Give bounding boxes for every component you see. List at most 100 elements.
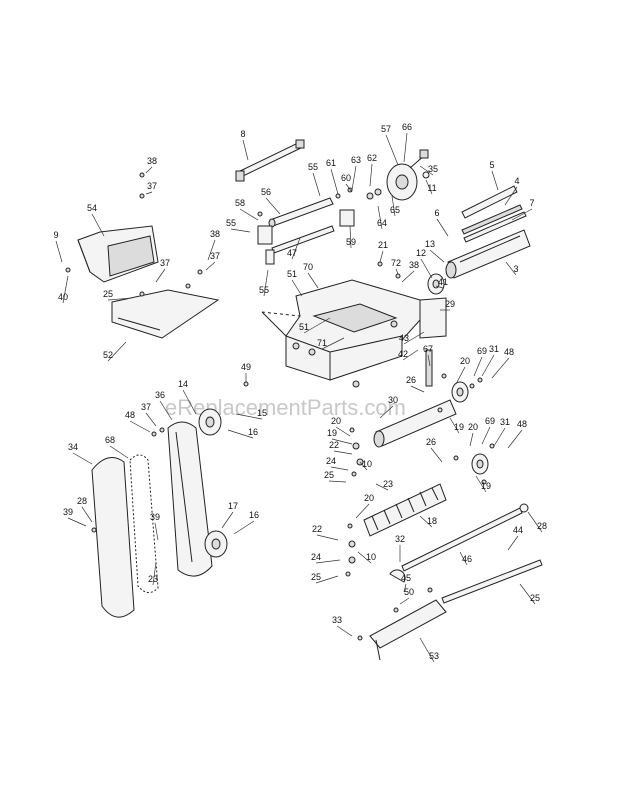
- callout-leader: [330, 168, 339, 195]
- callout-label: 37: [147, 181, 157, 191]
- callout-label: 11: [427, 183, 436, 193]
- callout-label: 3: [513, 264, 518, 274]
- callout-leader: [336, 625, 353, 637]
- callout-label: 13: [425, 239, 435, 249]
- callout-label: 5: [489, 160, 494, 170]
- part-shaft-45: [401, 507, 523, 572]
- part-shaft-33: [441, 559, 543, 604]
- callout-leader: [379, 405, 394, 419]
- callout-leader: [395, 268, 399, 275]
- callout-leader: [507, 535, 519, 551]
- callout-label: 42: [398, 349, 408, 359]
- callout-label: 45: [401, 573, 411, 583]
- part-hardware: [65, 172, 495, 641]
- callout-leader: [419, 165, 434, 176]
- callout-label: 72: [391, 258, 401, 268]
- part-base-bracket: [369, 599, 447, 661]
- callout-label: 20: [460, 356, 470, 366]
- part-handwheel: [386, 149, 430, 201]
- callout-label: 66: [402, 122, 412, 132]
- callout-label: 31: [489, 344, 499, 354]
- callout-label: 22: [312, 524, 322, 534]
- part-guard-46: [389, 569, 406, 583]
- callout-label: 43: [399, 333, 409, 343]
- callout-label: 60: [341, 173, 351, 183]
- callout-label: 32: [395, 534, 405, 544]
- part-sprocket-upper: [451, 381, 469, 403]
- callout-leader: [403, 583, 407, 593]
- callout-leader: [385, 134, 399, 166]
- callout-leader: [419, 637, 435, 663]
- callout-leader: [475, 475, 487, 493]
- callout-label: 35: [428, 164, 438, 174]
- callout-leader: [331, 438, 353, 445]
- callout-leader: [230, 228, 251, 233]
- part-cutterhead: [445, 229, 531, 279]
- callout-label: 20: [331, 416, 341, 426]
- callout-leader: [425, 179, 433, 195]
- callout-leader: [410, 385, 425, 393]
- callout-label: 18: [427, 516, 437, 526]
- part-pulley-lower: [204, 530, 228, 558]
- callout-label: 14: [178, 379, 188, 389]
- callout-label: 19: [454, 422, 464, 432]
- callout-leader: [182, 389, 197, 415]
- callout-label: 40: [58, 292, 68, 302]
- callout-leader: [399, 597, 410, 605]
- callout-leader: [511, 208, 533, 221]
- callout-label: 20: [364, 493, 374, 503]
- part-main-frame: [261, 279, 421, 381]
- callout-leader: [391, 195, 396, 217]
- callout-leader: [72, 452, 93, 465]
- callout-leader: [355, 503, 370, 519]
- callout-label: 33: [332, 615, 342, 625]
- part-sprocket-lower: [471, 453, 489, 475]
- callout-label: 34: [68, 442, 78, 452]
- callout-label: 49: [241, 362, 251, 372]
- callout-leader: [145, 166, 153, 174]
- callout-label: 25: [311, 572, 321, 582]
- callout-leader: [155, 268, 166, 283]
- part-infeed-roller: [363, 483, 447, 537]
- callout-leader: [481, 354, 495, 377]
- part-pulley-upper: [198, 408, 222, 436]
- callout-label: 6: [434, 208, 439, 218]
- part-bracket-29: [419, 297, 447, 387]
- callout-leader: [242, 139, 249, 161]
- callout-label: 41: [438, 277, 448, 287]
- callout-leader: [430, 447, 443, 463]
- callout-label: 53: [429, 651, 439, 661]
- part-post: [257, 188, 382, 265]
- callout-label: 56: [261, 187, 271, 197]
- callout-leader: [328, 480, 347, 483]
- callout-label: 38: [147, 156, 157, 166]
- callout-leader: [145, 191, 153, 195]
- callout-label: 64: [377, 218, 387, 228]
- callout-label: 44: [513, 525, 523, 535]
- callout-label: 36: [155, 390, 165, 400]
- callout-label: 38: [210, 229, 220, 239]
- callout-leader: [402, 349, 419, 361]
- callout-label: 26: [406, 375, 416, 385]
- callout-leader: [316, 534, 339, 541]
- callout-label: 10: [362, 459, 372, 469]
- callout-label: 52: [103, 350, 113, 360]
- callout-leader: [107, 297, 133, 301]
- callout-label: 48: [125, 410, 135, 420]
- callout-label: 28: [537, 521, 547, 531]
- callout-leader: [455, 366, 466, 385]
- callout-leader: [221, 511, 234, 529]
- callout-label: 24: [326, 456, 336, 466]
- callout-label: 16: [248, 427, 258, 437]
- callout-label: 25: [103, 289, 113, 299]
- callout-label: 55: [226, 218, 236, 228]
- callout-leader: [330, 466, 349, 471]
- callout-leader: [359, 461, 368, 471]
- callout-label: 21: [378, 240, 388, 250]
- callout-leader: [419, 515, 433, 528]
- callout-leader: [315, 575, 339, 584]
- callout-label: 4: [514, 176, 519, 186]
- callout-leader: [152, 561, 157, 586]
- part-rod-top: [235, 139, 305, 182]
